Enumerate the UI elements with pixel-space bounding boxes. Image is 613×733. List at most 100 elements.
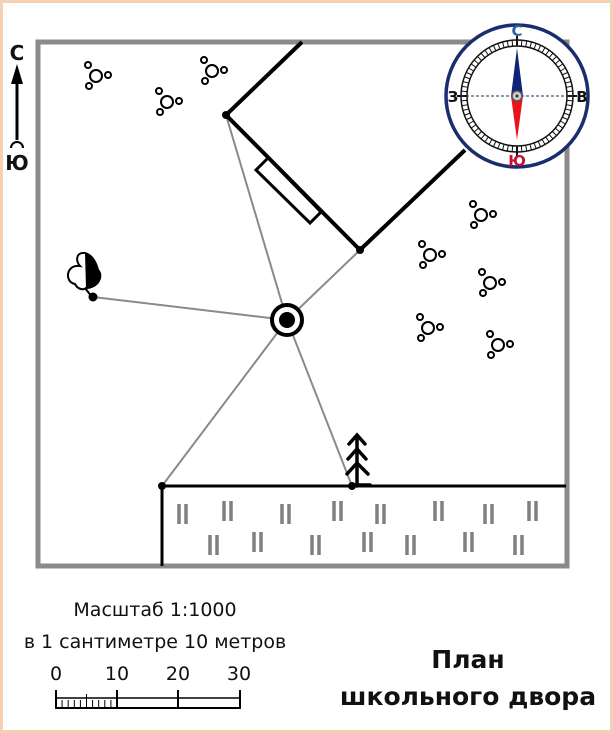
north-needle-icon [511,48,523,96]
compass-tick [548,52,554,59]
compass-tick [511,40,514,47]
deciduous-trees [84,56,514,359]
grass-mark [280,504,291,524]
compass-tick [461,104,468,107]
compass-tick [462,81,469,84]
compass-tick [541,139,546,145]
compass-tick [492,141,497,147]
north-arrow-north-label: С [10,41,25,65]
compass-tick [473,127,480,133]
compass-tick [502,144,505,151]
scale-tick-10: 10 [105,663,129,685]
compass-tick [473,59,480,65]
compass-east-label: В [576,88,587,106]
north-arrow-south-label: Ю [5,151,28,175]
arrow-head-icon [11,64,23,84]
compass-tick [462,108,469,111]
grass-mark [483,504,494,524]
compass-tick [566,104,573,107]
compass-tick [557,63,564,68]
compass-tick [529,144,532,151]
compass-tick [552,131,557,136]
grass-mark [362,532,373,552]
compass-tick [506,145,509,152]
compass-tick [545,136,550,143]
grass-mark [433,501,444,521]
compass-tick [566,90,573,93]
compass-tick [554,127,561,133]
compass-tick [480,52,486,59]
scale-tick-0: 0 [50,663,62,685]
grass-mark [513,535,524,555]
deciduous-tree-icon [416,313,444,342]
deciduous-tree-icon [200,56,228,85]
compass-tick [563,76,570,80]
grass-mark [375,504,386,524]
scale-subtitle: в 1 сантиметре 10 метров [24,631,286,653]
map-title-line2: школьного двора [340,682,596,711]
compass-tick [552,56,557,61]
meadow-grass [177,501,538,555]
deciduous-tree-icon [478,268,506,297]
compass-tick [477,56,482,61]
compass-tick [461,85,468,88]
compass-tick [461,99,468,102]
well-icon [270,303,304,337]
compass-tick [466,71,472,76]
compass-west-label: З [448,88,459,106]
compass-tick [566,99,573,102]
compass-tick [488,47,493,53]
scale-tick-30: 30 [227,663,251,685]
grass-mark [463,532,474,552]
compass-tick [484,49,489,56]
school-building [222,40,467,254]
compass-tick [492,45,497,51]
south-needle-icon [511,96,523,140]
compass-tick [497,43,501,50]
compass-tick [529,41,532,48]
compass-tick [557,124,564,129]
conifer-tree-icon [345,432,372,488]
compass-tick [563,112,570,116]
compass-tick [566,85,573,88]
compass-tick [468,67,474,72]
compass-tick [565,81,572,84]
compass-tick [466,116,472,121]
grass-mark [332,501,343,521]
grass-mark [222,501,233,521]
deciduous-tree-icon [469,200,497,229]
compass: С Ю З В [444,22,590,170]
compass-tick [560,120,566,125]
grass-mark [310,535,321,555]
compass-tick [560,67,566,72]
grass-mark [527,501,538,521]
map-frame [35,39,570,569]
compass-tick [477,131,482,136]
compass-north-label: С [511,22,522,40]
compass-tick [511,145,514,152]
compass-tick [461,90,468,93]
compass-tick [464,112,471,116]
grass-mark [405,535,416,555]
compass-tick [468,120,474,125]
scale-bar [55,690,241,709]
scale-tick-20: 20 [166,663,190,685]
compass-tick [533,142,537,149]
compass-tick [541,47,546,53]
map-title-line1: План [431,645,504,674]
bush-icon [67,251,102,302]
deciduous-tree-icon [486,330,514,359]
deciduous-tree-icon [84,61,112,90]
compass-tick [525,145,528,152]
deciduous-tree-icon [155,87,183,116]
grass-mark [177,504,188,524]
compass-tick [545,49,550,56]
compass-tick [537,141,542,147]
compass-tick [525,40,528,47]
compass-tick [533,43,537,50]
grass-mark [208,535,219,555]
compass-tick [480,133,486,140]
compass-tick [488,139,493,145]
compass-tick [470,124,477,129]
